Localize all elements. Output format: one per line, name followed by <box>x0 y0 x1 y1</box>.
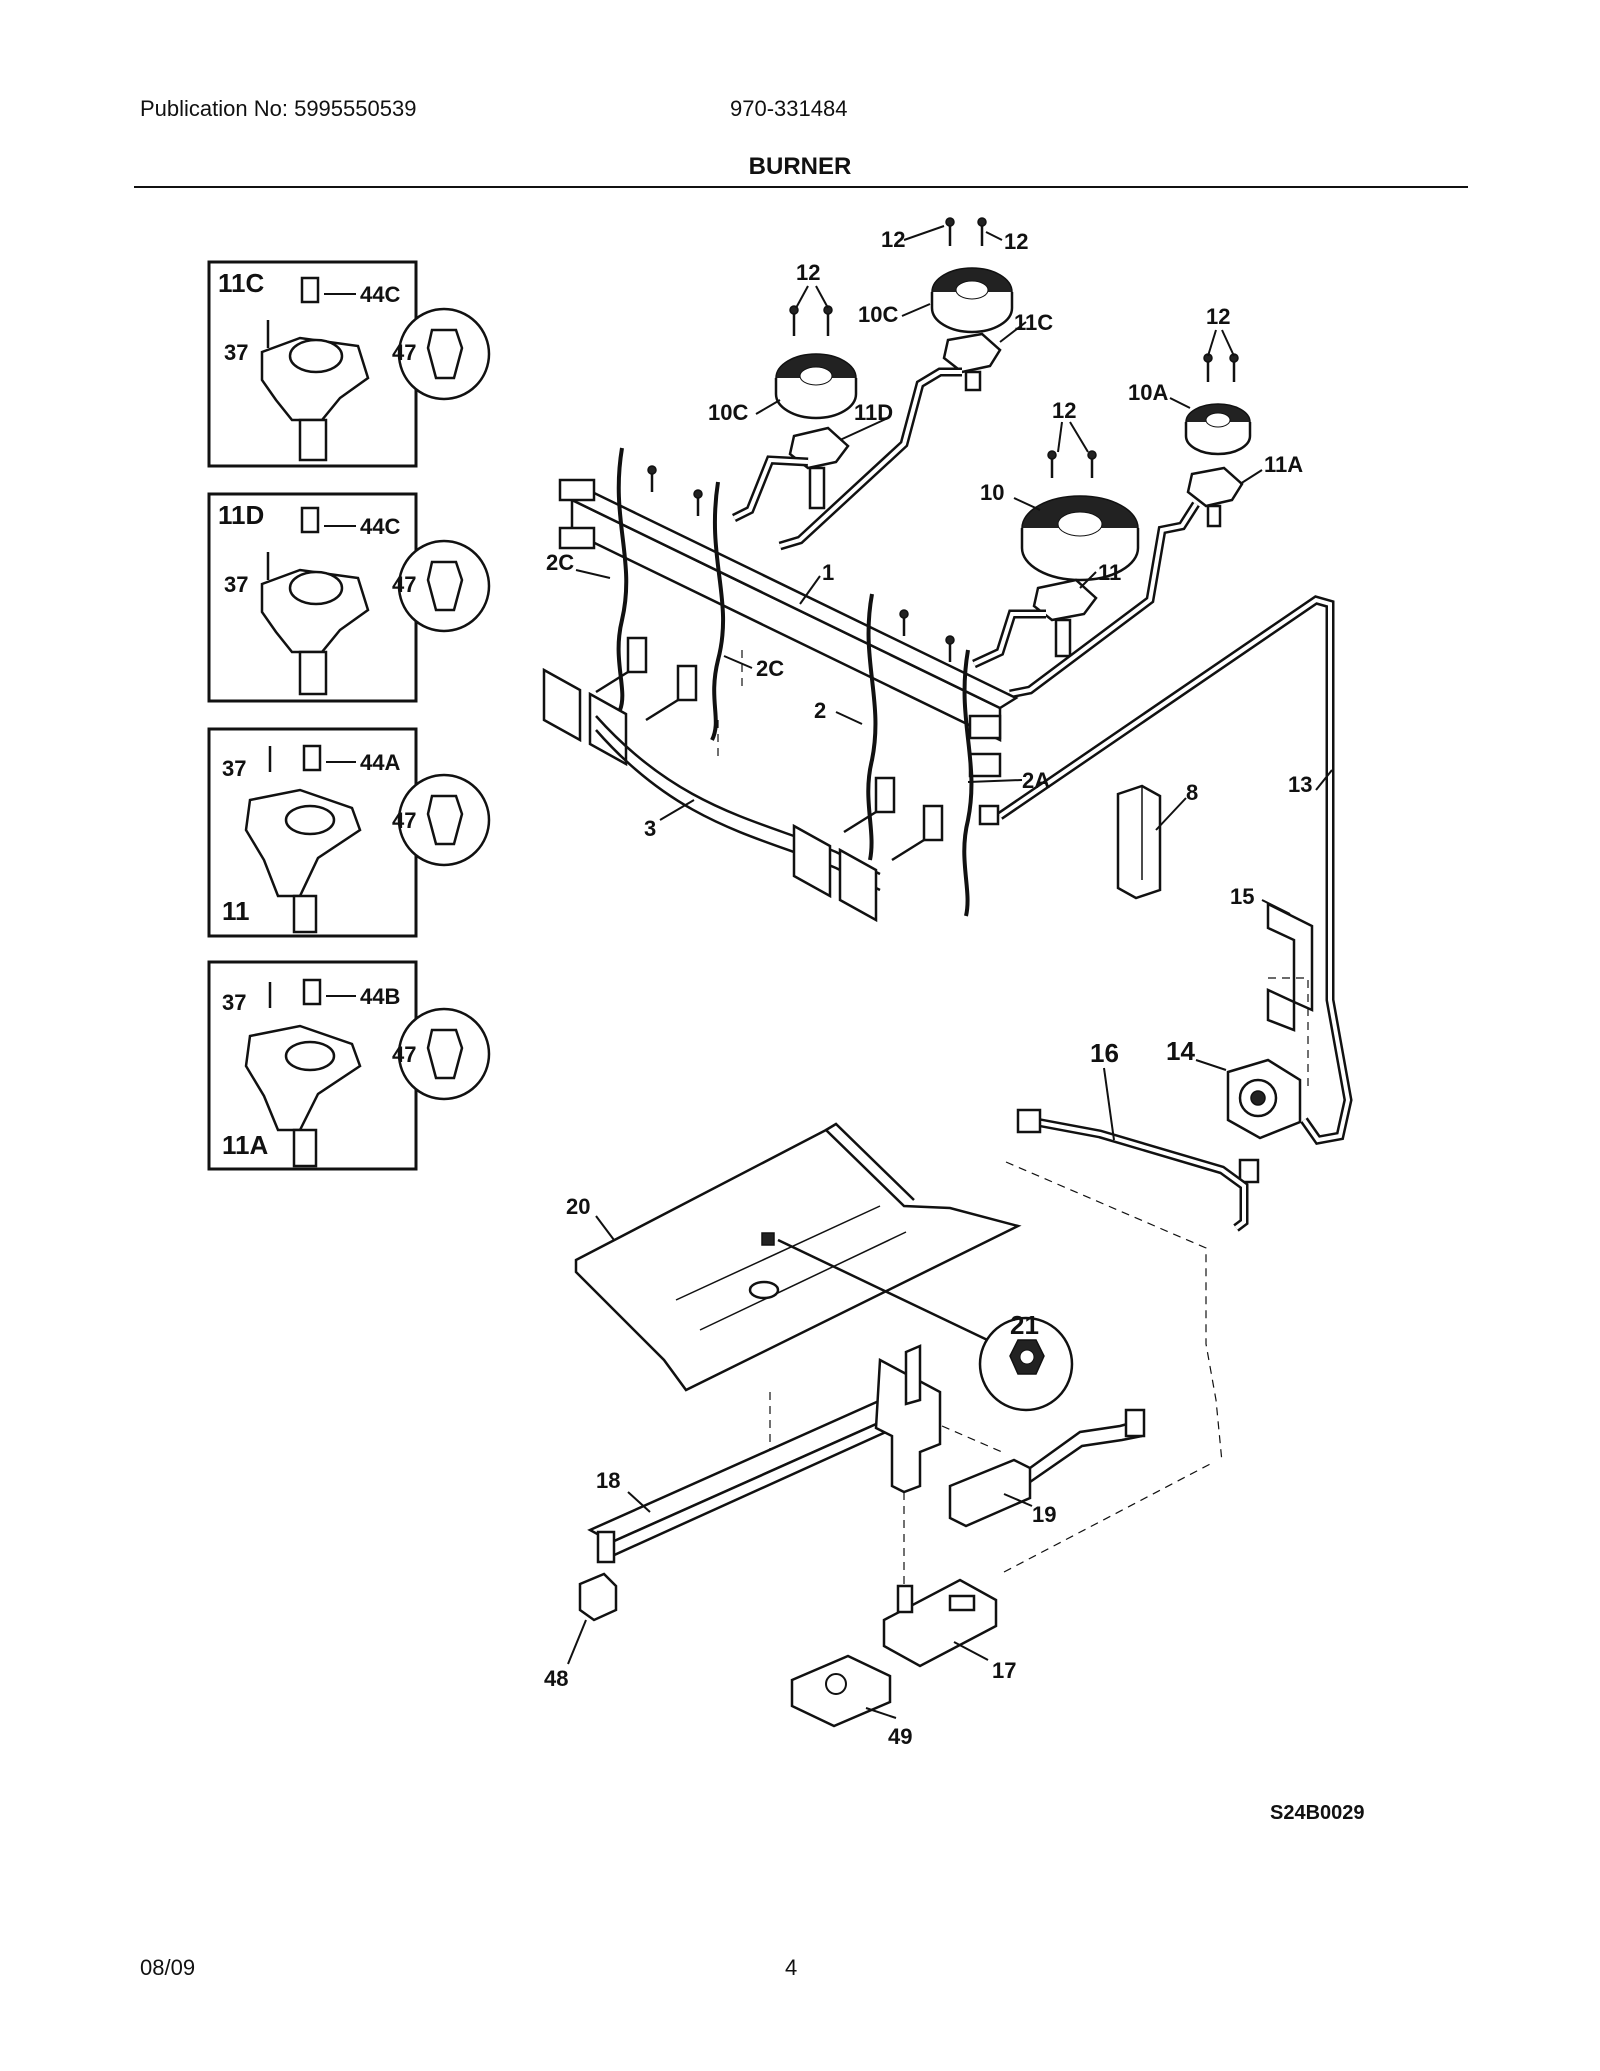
callout-15: 15 <box>1230 884 1254 909</box>
callout-12: 12 <box>881 227 905 252</box>
callout-19: 19 <box>1032 1502 1056 1527</box>
callout-10c: 10C <box>858 302 898 327</box>
callout-10: 10 <box>980 480 1004 505</box>
inset-box-11d: 11D 44C 37 47 <box>207 492 491 703</box>
manifold-bracket-1 <box>558 478 1019 778</box>
callout-11a: 11A <box>1264 452 1303 477</box>
header-rule <box>134 186 1468 188</box>
burner-head-10c-left <box>774 353 858 420</box>
inset-box-11: 37 44A 47 11 <box>207 727 491 938</box>
diagram-code: S24B0029 <box>1270 1802 1365 1824</box>
inset-box-11a: 37 44B 47 11A <box>207 960 491 1171</box>
page-number: 4 <box>785 1955 798 1980</box>
inset-label-11d: 11D <box>218 500 264 530</box>
callout-11c: 11C <box>1014 310 1053 335</box>
igniter-19 <box>948 1408 1146 1528</box>
callout-10a: 10A <box>1128 380 1168 405</box>
callout-12: 12 <box>1004 229 1028 254</box>
callout-49: 49 <box>888 1724 912 1749</box>
manifold-pipe-13 <box>978 595 1353 1145</box>
callout-14: 14 <box>1166 1036 1195 1066</box>
callout-18: 18 <box>596 1468 620 1493</box>
regulator-14 <box>1226 1058 1302 1184</box>
inset-label-11a: 11A <box>222 1130 268 1160</box>
footer-date: 08/09 <box>140 1955 196 1980</box>
callout-17: 17 <box>992 1658 1016 1683</box>
burner-head-10c-top <box>930 267 1014 334</box>
callout-12: 12 <box>1206 304 1230 329</box>
broiler-shield-20 <box>574 1122 1022 1392</box>
callout-2: 2 <box>814 698 826 723</box>
inset-11a-callout-37: 37 <box>222 990 246 1015</box>
publication-number: Publication No: 5995550539 <box>140 96 417 121</box>
callout-10c: 10C <box>708 400 748 425</box>
page-title: BURNER <box>748 153 852 180</box>
inset-11c-callout-37: 37 <box>224 340 248 365</box>
inset-11-callout-44a: 44A <box>360 750 400 775</box>
inset-label-11: 11 <box>222 896 250 926</box>
inset-11a-callout-44b: 44B <box>360 984 400 1009</box>
callout-2c: 2C <box>546 550 574 575</box>
callout-labels: 12 12 12 10C 11C 12 10A 11A 10C 11D 12 1… <box>544 227 1312 1749</box>
burner-bases <box>788 332 1244 658</box>
nut-21 <box>777 1238 1074 1412</box>
inset-11a-callout-47: 47 <box>392 1042 416 1067</box>
broil-burner-18 <box>587 1344 942 1564</box>
callout-12: 12 <box>1052 398 1076 423</box>
inset-11c-callout-44c: 44C <box>360 282 400 307</box>
callout-3: 3 <box>644 816 656 841</box>
inset-box-11c: 11C 44C 37 47 <box>207 260 491 468</box>
inset-label-11c: 11C <box>218 268 264 298</box>
callout-48: 48 <box>544 1666 568 1691</box>
orifice-holders <box>595 636 944 862</box>
inset-11-callout-47: 47 <box>392 808 416 833</box>
callout-11: 11 <box>1098 560 1121 585</box>
callout-1: 1 <box>822 560 834 585</box>
callout-12: 12 <box>796 260 820 285</box>
callout-21: 21 <box>1010 1310 1039 1340</box>
bracket-49 <box>790 1654 892 1728</box>
callout-8: 8 <box>1186 780 1198 805</box>
callout-2a: 2A <box>1022 768 1050 793</box>
model-number: 970-331484 <box>730 96 848 121</box>
inset-11-callout-37: 37 <box>222 756 246 781</box>
callout-leaders <box>567 225 1333 1719</box>
callout-20: 20 <box>566 1194 590 1219</box>
assembly-dash-lines <box>717 650 1309 1586</box>
clip-48 <box>578 1572 618 1622</box>
inset-11d-callout-44c: 44C <box>360 514 400 539</box>
callout-11d: 11D <box>854 400 893 425</box>
burner-head-10a <box>1184 403 1252 456</box>
bracket-15 <box>1266 901 1314 1032</box>
support-rail-3 <box>542 667 881 923</box>
gas-tubes <box>731 367 1200 699</box>
burner-head-10 <box>1020 495 1140 582</box>
igniter-wires <box>616 447 974 917</box>
broil-valve-17 <box>882 1578 998 1668</box>
bracket-8 <box>1116 784 1162 900</box>
callout-2c: 2C <box>756 656 784 681</box>
inset-11d-callout-37: 37 <box>224 572 248 597</box>
inset-11c-callout-47: 47 <box>392 340 416 365</box>
screws-12 <box>647 217 1239 662</box>
oven-tube-16 <box>1016 1108 1249 1232</box>
callout-13: 13 <box>1288 772 1312 797</box>
callout-16: 16 <box>1090 1038 1119 1068</box>
inset-11d-callout-47: 47 <box>392 572 416 597</box>
